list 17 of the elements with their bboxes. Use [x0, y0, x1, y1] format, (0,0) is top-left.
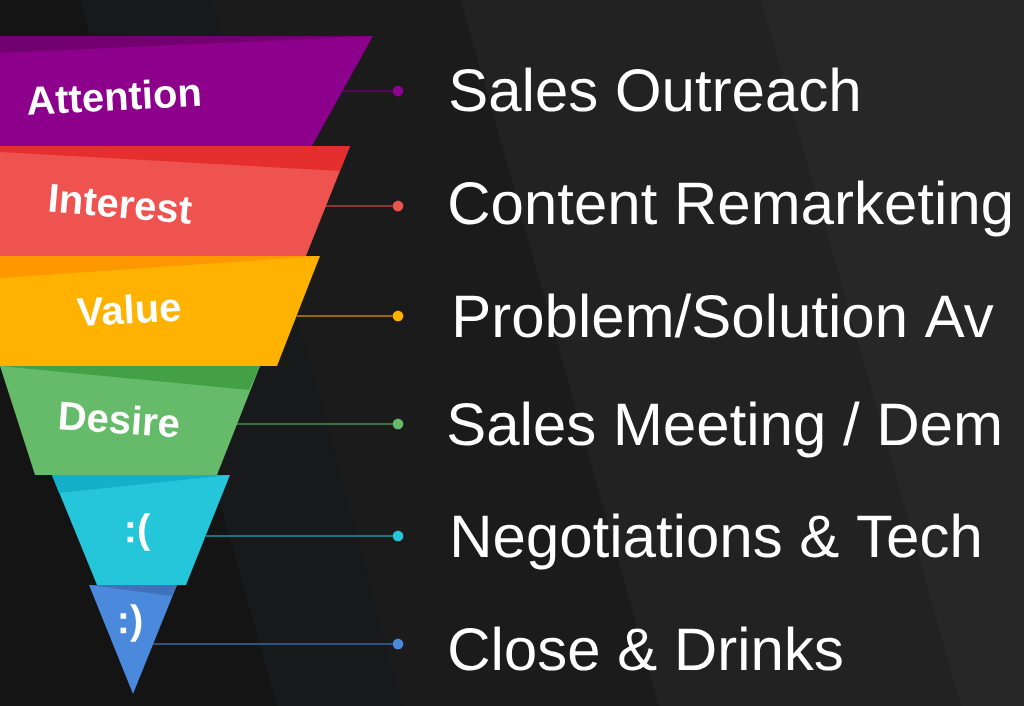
- leader-line: [152, 643, 394, 645]
- leader-line: [325, 205, 394, 207]
- leader-line: [236, 423, 394, 425]
- funnel-band: Value: [0, 256, 320, 366]
- stage-label: Sales Outreach: [450, 67, 858, 112]
- leader-line: [205, 535, 394, 537]
- stage-label: Close & Drinks: [450, 626, 842, 671]
- funnel-band: :): [89, 585, 177, 694]
- stage-label: Content Remarketing: [450, 180, 1011, 237]
- funnel-band: Desire: [0, 366, 260, 475]
- funnel-band: Interest: [0, 146, 350, 256]
- stage-label: Negotiations & Tech: [454, 513, 979, 570]
- leader-line: [342, 90, 394, 92]
- leader-line: [296, 315, 394, 317]
- funnel-band: :(: [52, 475, 230, 585]
- stage-label: Sales Meeting / Dem: [448, 401, 1000, 458]
- stage-label: Problem/Solution Av: [456, 293, 994, 338]
